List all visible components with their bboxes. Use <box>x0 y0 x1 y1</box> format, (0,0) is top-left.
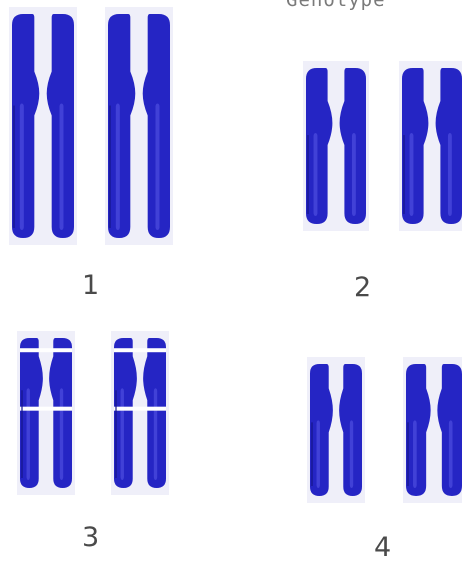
chromosome-2b <box>402 64 462 228</box>
pair-label-4: 4 <box>374 534 391 561</box>
chromosome-4b <box>406 360 462 500</box>
pair-label-1: 1 <box>82 272 99 299</box>
chromosome-3a <box>20 334 72 492</box>
chromosome-1a <box>12 10 74 242</box>
chromosome-1b <box>108 10 170 242</box>
top-cutoff-text: Genotype <box>286 0 386 11</box>
pair-label-2: 2 <box>354 274 371 301</box>
chromosome-2a <box>306 64 366 228</box>
chromosome-4a <box>310 360 362 500</box>
pair-label-3: 3 <box>82 524 99 551</box>
chromosome-3b <box>114 334 166 492</box>
